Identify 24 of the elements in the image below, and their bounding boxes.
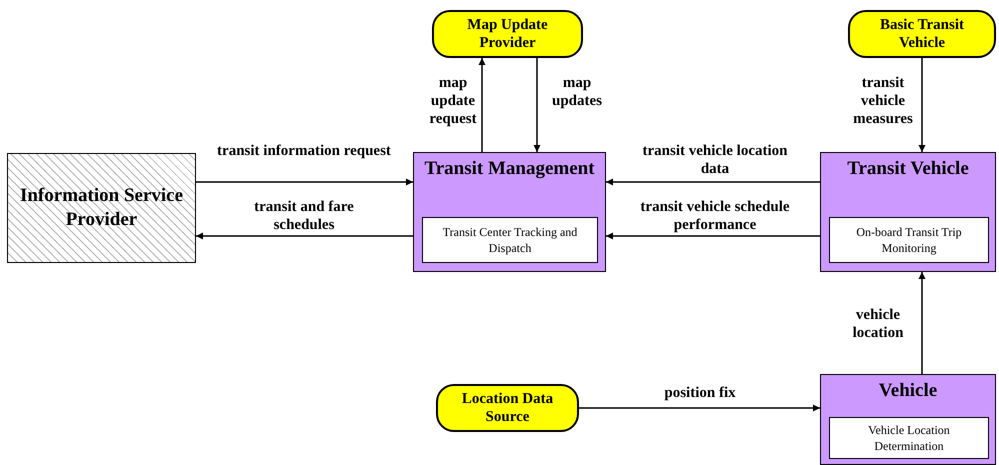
arrow <box>918 272 926 374</box>
subsystem-title: Vehicle <box>878 379 938 403</box>
edge-label: position fix <box>664 384 736 402</box>
arrow <box>579 404 820 412</box>
arrow <box>534 58 540 152</box>
terminator-box: Location Data Source <box>436 384 579 432</box>
arrow <box>196 178 413 186</box>
arrow <box>606 232 820 240</box>
arrow <box>606 178 820 186</box>
subsystem-title: Transit Vehicle <box>846 157 970 181</box>
arrow <box>196 232 413 240</box>
equipment-package-box: Transit Center Tracking and Dispatch <box>422 217 598 263</box>
subsystem-box <box>820 152 996 272</box>
terminator-box: Basic Transit Vehicle <box>848 10 996 58</box>
arrow <box>478 58 486 152</box>
arrow <box>918 58 926 152</box>
equipment-package-box: On-board Transit Trip Monitoring <box>829 217 989 263</box>
equipment-package-box: Vehicle Location Determination <box>829 417 989 459</box>
edge-label: transit information request <box>217 142 391 160</box>
terminator-box: Map Update Provider <box>432 10 583 58</box>
external-system-box: Information Service Provider <box>7 153 196 263</box>
subsystem-box <box>820 374 996 465</box>
subsystem-box <box>413 152 606 272</box>
subsystem-title: Transit Management <box>423 157 596 181</box>
